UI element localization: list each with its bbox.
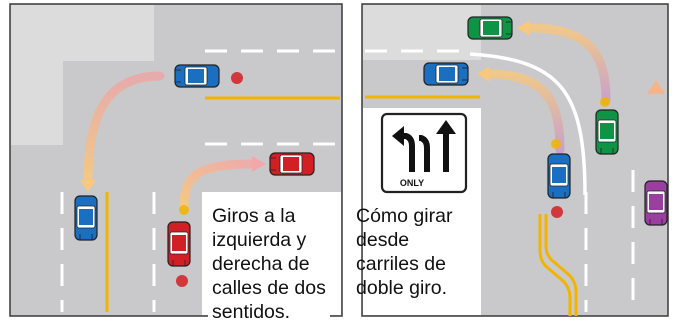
straight-arrowhead <box>647 80 665 94</box>
turn-signal-icon <box>176 275 188 287</box>
car-blue-after-turn-right-panel <box>423 62 469 86</box>
right-intersection-panel: ONLY <box>361 3 669 317</box>
car-purple-straight <box>644 180 668 226</box>
inner-left-turn-arrowhead <box>477 66 490 82</box>
caption-line: derecha de <box>212 253 310 275</box>
sign-up-arrowhead-icon <box>436 120 456 134</box>
outer-left-turn-arrowhead <box>517 20 530 36</box>
turn-signal-icon <box>600 97 610 107</box>
double-turn-guide-line <box>469 52 587 196</box>
turn-signal-icon <box>551 139 561 149</box>
caption-line: sentidos. <box>212 301 291 323</box>
right-turn-path <box>179 159 257 210</box>
caption-line: Cómo girar <box>356 205 453 227</box>
car-blue-left-turning <box>174 64 243 88</box>
car-red-right-turning <box>167 205 191 287</box>
car-blue-after-turn <box>74 195 98 241</box>
sign-left-arrowhead-icon <box>392 126 404 146</box>
caption-line: desde <box>356 229 410 251</box>
left-caption: Giros a la izquierda y derecha de calles… <box>208 204 330 324</box>
right-caption: Cómo girar desde carriles de doble giro. <box>354 204 454 300</box>
turn-signal-icon <box>231 72 243 84</box>
left-corner-side <box>11 5 63 145</box>
sign-left-arrow-icon <box>402 133 415 172</box>
left-turn-path <box>83 71 165 185</box>
car-green-after-turn <box>467 16 513 40</box>
caption-line: carriles de <box>356 253 446 275</box>
inner-left-turn-path <box>485 69 565 155</box>
caption-line: doble giro. <box>356 277 448 299</box>
right-yellow-curve-1 <box>538 214 572 316</box>
right-turn-arrowhead <box>252 156 266 172</box>
car-green-turning <box>595 97 619 155</box>
right-yellow-curve-2 <box>544 214 578 316</box>
left-turn-arrowhead <box>80 180 96 192</box>
sign-only-text: ONLY <box>400 178 424 188</box>
left-turn-only-sign: ONLY <box>380 112 468 194</box>
car-red-after-turn <box>269 152 315 176</box>
caption-line: izquierda y <box>212 229 307 251</box>
turn-signal-icon <box>179 205 189 215</box>
outer-left-turn-path <box>525 23 611 105</box>
caption-line: Giros a la <box>212 205 296 227</box>
sign-left-arrow-2-icon <box>419 135 430 172</box>
turn-signal-icon <box>551 206 563 218</box>
car-blue-turning <box>547 139 571 218</box>
caption-line: calles de dos <box>212 277 326 299</box>
